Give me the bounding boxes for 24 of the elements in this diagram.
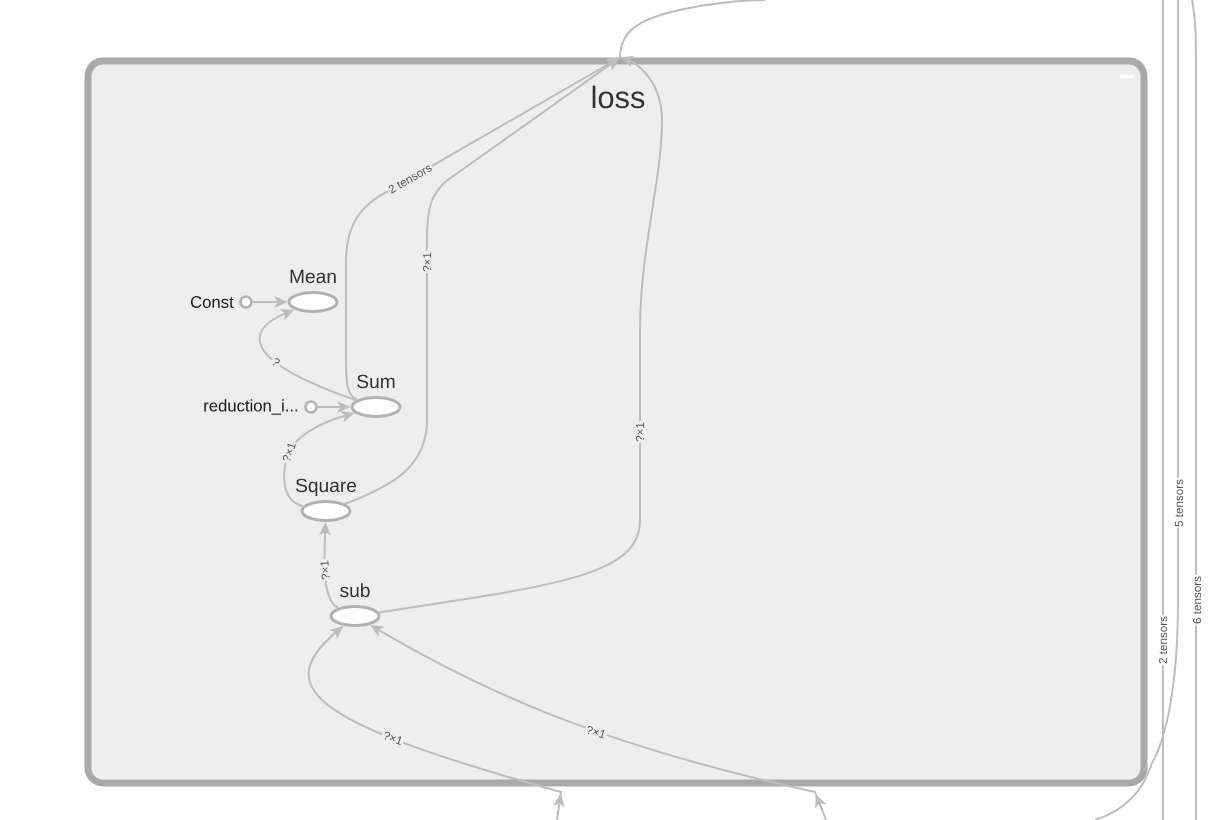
- node-label: Mean: [290, 269, 336, 284]
- circle-node: reduction_i...: [204, 399, 318, 415]
- node-label: Const: [190, 296, 234, 308]
- node-label: Sum: [357, 374, 395, 389]
- circle-node: Const: [190, 295, 253, 309]
- edge-label: ?×1: [583, 723, 609, 741]
- edge-label: ?×1: [421, 250, 433, 274]
- edge-label: ?×1: [634, 420, 646, 444]
- node-label: reduction_i...: [204, 399, 298, 415]
- edge-label: ?×1: [280, 439, 298, 465]
- node-label: Square: [295, 478, 357, 496]
- line-label: 2 tensors: [1157, 614, 1169, 666]
- line-label: 6 tensors: [1191, 574, 1203, 626]
- arrow: [258, 309, 358, 402]
- connector-line: [619, 0, 766, 59]
- ellipse-node: Square: [295, 478, 357, 522]
- ellipse-node: sub: [329, 583, 381, 627]
- ellipse-node: Mean: [287, 269, 339, 313]
- edge-label: ?: [269, 354, 283, 370]
- node-label: sub: [340, 583, 370, 598]
- edge-label: ?×1: [318, 558, 332, 582]
- edge-label: ?×1: [380, 729, 406, 747]
- line-label: 5 tensors: [1173, 477, 1185, 529]
- ellipse-node: Sum: [350, 374, 402, 418]
